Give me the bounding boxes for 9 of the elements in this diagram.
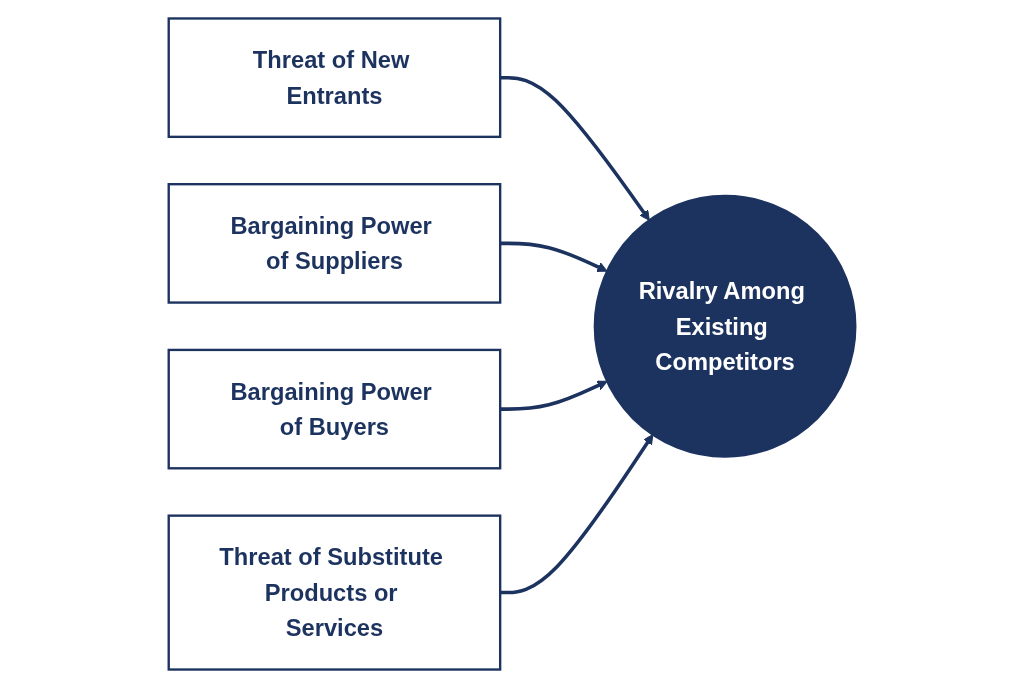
arrow xyxy=(500,75,650,221)
node-circle: Rivalry Among Existing Competitors xyxy=(593,194,857,458)
arrow xyxy=(500,380,608,411)
node-box: Threat of New Entrants xyxy=(167,16,502,138)
node-box: Bargaining Power of Buyers xyxy=(167,348,502,469)
arrow xyxy=(500,433,654,594)
node-box: Threat of Substitute Products or Services xyxy=(167,513,502,671)
node-box: Bargaining Power of Suppliers xyxy=(167,182,502,304)
arrow xyxy=(500,241,608,272)
